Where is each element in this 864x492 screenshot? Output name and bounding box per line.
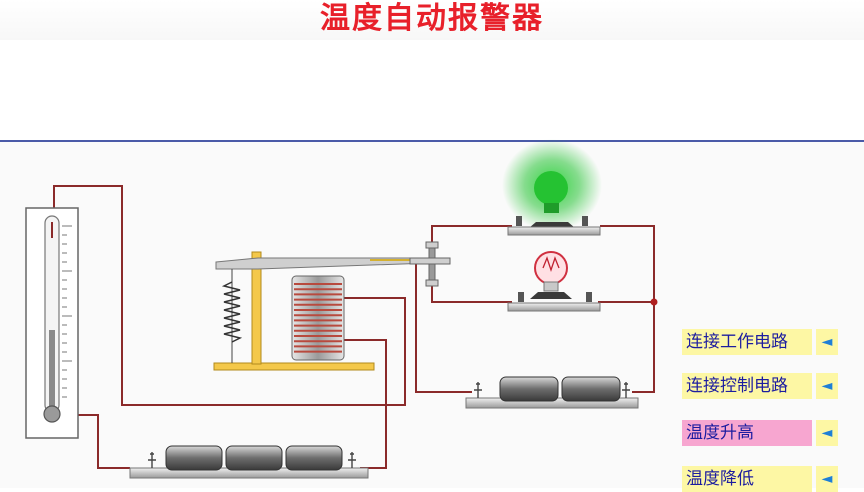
- red-lamp: [507, 251, 601, 312]
- temperature-drop-button[interactable]: 温度降低: [682, 466, 812, 492]
- junction-dot: [650, 298, 658, 306]
- arrow-left-icon[interactable]: ◄: [816, 329, 838, 355]
- relay: [213, 251, 431, 371]
- control-circuit-wires: [53, 185, 406, 469]
- spring-icon: [221, 281, 243, 343]
- working-circuit-wires: [415, 225, 655, 393]
- page-title: 温度自动报警器: [0, 0, 864, 40]
- connect-control-circuit-button[interactable]: 连接控制电路: [682, 373, 812, 399]
- green-lamp: [502, 139, 602, 236]
- relay-switch: [409, 241, 451, 287]
- arrow-left-icon[interactable]: ◄: [816, 420, 838, 446]
- control-battery: [129, 445, 369, 479]
- arrow-left-icon[interactable]: ◄: [816, 466, 838, 492]
- temperature-rise-button[interactable]: 温度升高: [682, 420, 812, 446]
- working-battery: [465, 376, 639, 409]
- arrow-left-icon[interactable]: ◄: [816, 373, 838, 399]
- connect-working-circuit-button[interactable]: 连接工作电路: [682, 329, 812, 355]
- thermometer: [25, 207, 79, 439]
